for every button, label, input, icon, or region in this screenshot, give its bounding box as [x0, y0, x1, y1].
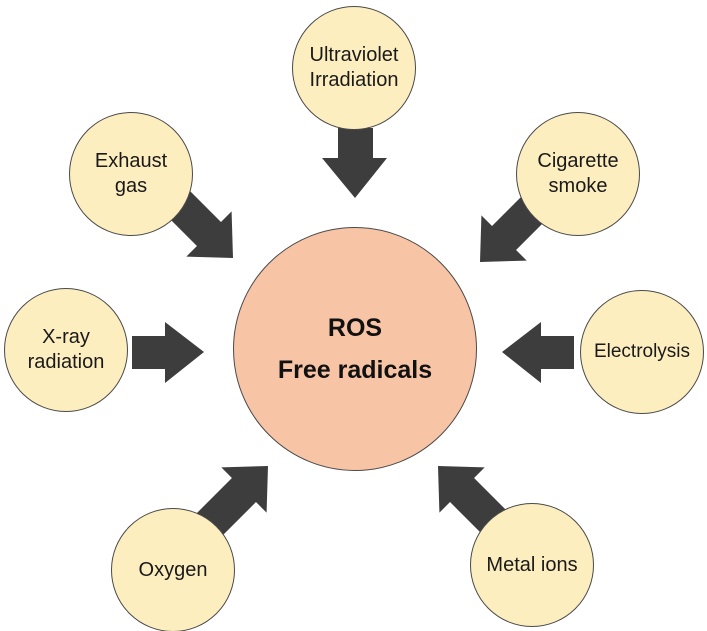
center-line-2: Free radicals: [277, 356, 433, 384]
source-label: Ultraviolet Irradiation: [309, 44, 399, 91]
arrow-ultraviolet: [322, 128, 387, 198]
source-node-cigarette: Cigarette smoke: [516, 112, 640, 236]
source-node-ultraviolet: Ultraviolet Irradiation: [292, 6, 416, 130]
arrow-electrolysis: [502, 322, 574, 383]
center-line-1: ROS: [327, 313, 383, 342]
source-label: Oxygen: [138, 558, 208, 581]
source-label: Metal ions: [486, 553, 578, 576]
arrow-oxygen: [196, 466, 268, 538]
source-label: X-ray radiation: [27, 326, 105, 373]
source-node-oxygen: Oxygen: [111, 508, 235, 631]
source-node-exhaust: Exhaust gas: [69, 112, 193, 236]
source-label: Exhaust gas: [94, 150, 168, 197]
arrow-xray: [132, 322, 204, 383]
source-label: Cigarette smoke: [537, 150, 619, 197]
source-node-metal: Metal ions: [470, 503, 594, 627]
source-node-xray: X-ray radiation: [4, 288, 128, 412]
source-label: Electrolysis: [593, 341, 691, 363]
source-node-electrolysis: Electrolysis: [580, 290, 704, 414]
ros-center-node: ROS Free radicals: [233, 227, 477, 471]
